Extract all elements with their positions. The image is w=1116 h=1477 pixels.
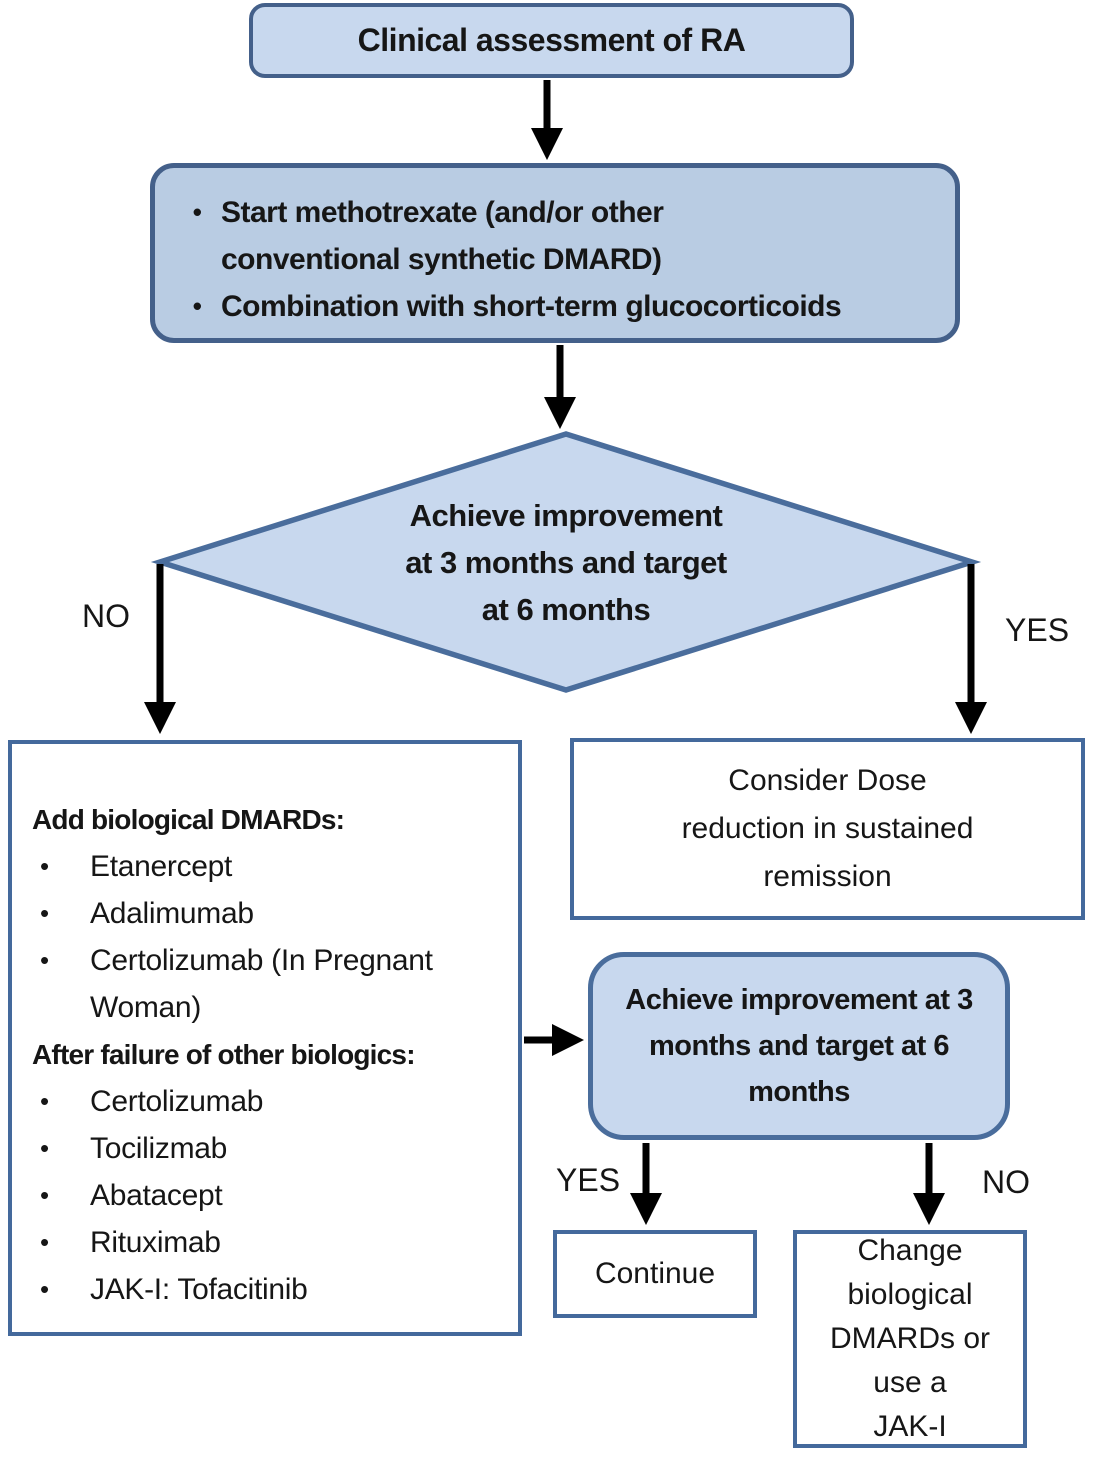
bullet-icon: • [40,1180,49,1210]
biologics-heading-2: After failure of other biologics: [32,1039,416,1070]
list-item: • Adalimumab [32,890,510,937]
list-item: • Rituximab [32,1219,510,1266]
bullet-icon: • [40,898,49,928]
list-item: • Etanercept [32,843,510,890]
list-item: • Combination with short-term glucocorti… [173,283,941,330]
bullet-icon: • [40,1227,49,1257]
node-continue: Continue [553,1230,757,1318]
node-change-dmards: Change biological DMARDs or use a JAK-I [793,1230,1027,1448]
biologics-heading-1: Add biological DMARDs: [32,804,345,835]
edge-label-yes-2: YES [556,1162,621,1198]
list-item: • Abatacept [32,1172,510,1219]
decision1-diamond-shape [150,431,982,693]
list-item-text: Combination with short-term glucocortico… [221,290,842,323]
bullet-icon: • [40,1274,49,1304]
list-item: • Certolizumab [32,1078,510,1125]
bullet-icon: • [40,851,49,881]
edge-label-no-2: NO [982,1164,1030,1200]
node-decision-improvement-1: Achieve improvement at 3 months and targ… [405,497,727,627]
node-start-methotrexate: • Start methotrexate (and/or other conve… [150,163,960,343]
edge-label-no-1: NO [82,598,130,634]
node-clinical-assessment-label: Clinical assessment of RA [357,22,746,58]
list-item: • Certolizumab (In Pregnant Woman) [32,937,510,1031]
bullet-icon: • [40,1133,49,1163]
node-decision-improvement-2: Achieve improvement at 3 months and targ… [588,952,1010,1140]
list-item: • Tocilizmab [32,1125,510,1172]
node-clinical-assessment: Clinical assessment of RA [249,3,854,78]
node-biological-dmards: Add biological DMARDs: • Etanercept • Ad… [8,740,522,1336]
bullet-icon: • [192,291,202,321]
bullet-icon: • [40,945,49,975]
list-item: • JAK-I: Tofacitinib [32,1266,510,1313]
bullet-icon: • [192,197,202,227]
node-consider-dose-reduction: Consider Dose reduction in sustained rem… [570,738,1085,920]
list-item-text: Start methotrexate (and/or other convent… [221,196,664,276]
bullet-icon: • [40,1086,49,1116]
list-item: • Start methotrexate (and/or other conve… [173,189,941,283]
edge-label-yes-1: YES [1005,612,1070,648]
